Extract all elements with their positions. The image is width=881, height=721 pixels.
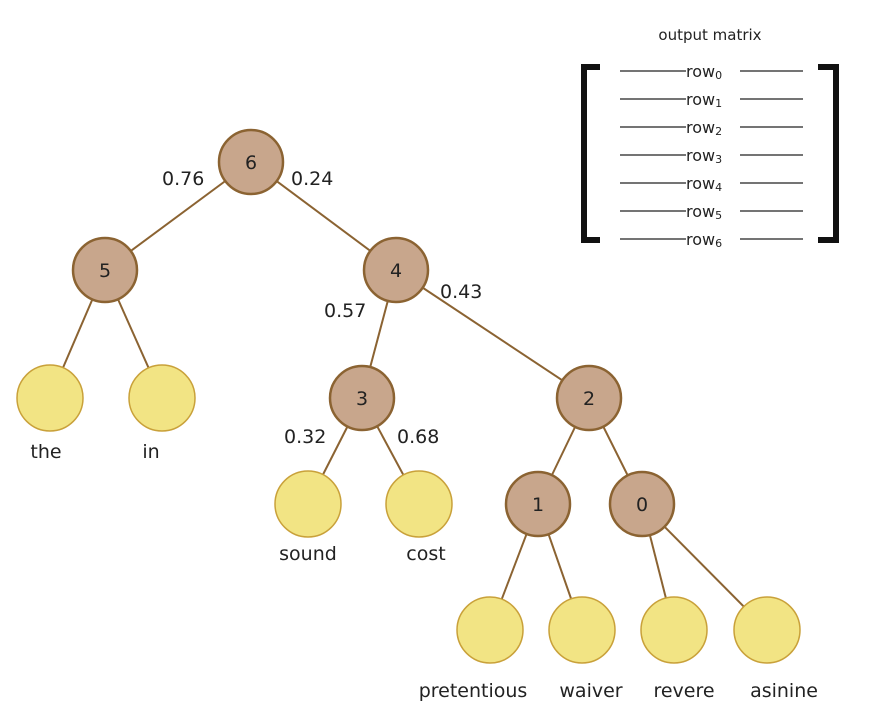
node-2: 2 xyxy=(555,364,623,432)
node-0: 0 xyxy=(608,470,676,538)
matrix-row-4-subscript: 4 xyxy=(715,181,722,194)
matrix-row-1-subscript: 1 xyxy=(715,97,722,110)
leaf-sound-label: sound xyxy=(279,543,337,565)
leaf-cost-label: cost xyxy=(406,543,445,565)
leaf-asinine-label: asinine xyxy=(750,680,818,702)
node-6: 6 xyxy=(217,128,285,196)
matrix-row-5: row5 xyxy=(620,202,803,222)
weight-4-3: 0.57 xyxy=(324,300,366,322)
svg-text:row5: row5 xyxy=(686,202,722,222)
leaf-revere: revere xyxy=(640,596,715,702)
matrix-row-6-label: row xyxy=(686,230,715,249)
node-2-label: 2 xyxy=(583,388,595,410)
svg-text:row0: row0 xyxy=(686,62,722,82)
weight-6-5: 0.76 xyxy=(162,168,204,190)
svg-text:row1: row1 xyxy=(686,90,722,110)
matrix-row-6: row6 xyxy=(620,230,803,250)
matrix-row-4: row4 xyxy=(620,174,803,194)
leaf-waiver: waiver xyxy=(548,596,623,702)
matrix-row-5-subscript: 5 xyxy=(715,209,722,222)
matrix-row-2-label: row xyxy=(686,118,715,137)
leaf-nodes: the in sound cost pretentious waiver rev… xyxy=(16,364,818,702)
leaf-pretentious-label: pretentious xyxy=(419,680,528,702)
matrix-row-2: row2 xyxy=(620,118,803,138)
node-4: 4 xyxy=(362,236,430,304)
matrix-row-2-subscript: 2 xyxy=(715,125,722,138)
svg-text:row4: row4 xyxy=(686,174,722,194)
node-1: 1 xyxy=(504,470,572,538)
matrix-row-3: row3 xyxy=(620,146,803,166)
matrix-row-1-label: row xyxy=(686,90,715,109)
node-4-label: 4 xyxy=(390,260,402,282)
weight-4-2: 0.43 xyxy=(440,281,482,303)
output-matrix: output matrix row0 row1 row2 row3 row4 xyxy=(581,26,839,250)
matrix-row-6-subscript: 6 xyxy=(715,237,722,250)
svg-text:row3: row3 xyxy=(686,146,722,166)
edge-4-2 xyxy=(395,269,590,399)
node-5-label: 5 xyxy=(99,260,111,282)
leaf-in-label: in xyxy=(142,441,159,463)
svg-text:row2: row2 xyxy=(686,118,722,138)
node-3: 3 xyxy=(328,364,396,432)
svg-text:row6: row6 xyxy=(686,230,722,250)
leaf-pretentious: pretentious xyxy=(419,596,528,702)
leaf-cost: cost xyxy=(385,470,453,565)
matrix-row-4-label: row xyxy=(686,174,715,193)
internal-nodes: 6 5 4 3 2 1 0 xyxy=(71,128,676,538)
node-5: 5 xyxy=(71,236,139,304)
node-1-label: 1 xyxy=(532,494,544,516)
matrix-row-3-label: row xyxy=(686,146,715,165)
matrix-title: output matrix xyxy=(658,26,761,44)
matrix-right-bracket xyxy=(818,64,839,243)
leaf-the: the xyxy=(16,364,84,463)
weight-3-sound: 0.32 xyxy=(284,426,326,448)
leaf-sound: sound xyxy=(274,470,342,565)
leaf-waiver-label: waiver xyxy=(559,680,622,702)
matrix-row-0: row0 xyxy=(620,62,803,82)
node-0-label: 0 xyxy=(636,494,648,516)
leaf-the-label: the xyxy=(30,441,61,463)
leaf-in: in xyxy=(128,364,196,463)
weight-3-cost: 0.68 xyxy=(397,426,439,448)
matrix-left-bracket xyxy=(581,64,600,243)
edge-weight-labels: 0.76 0.24 0.57 0.43 0.32 0.68 xyxy=(162,168,482,448)
node-6-label: 6 xyxy=(245,152,257,174)
weight-6-4: 0.24 xyxy=(291,168,333,190)
leaf-revere-label: revere xyxy=(653,680,714,702)
node-3-label: 3 xyxy=(356,388,368,410)
leaf-asinine: asinine xyxy=(733,596,818,702)
matrix-row-0-label: row xyxy=(686,62,715,81)
matrix-row-0-subscript: 0 xyxy=(715,69,722,82)
matrix-row-5-label: row xyxy=(686,202,715,221)
matrix-row-3-subscript: 3 xyxy=(715,153,722,166)
matrix-row-1: row1 xyxy=(620,90,803,110)
